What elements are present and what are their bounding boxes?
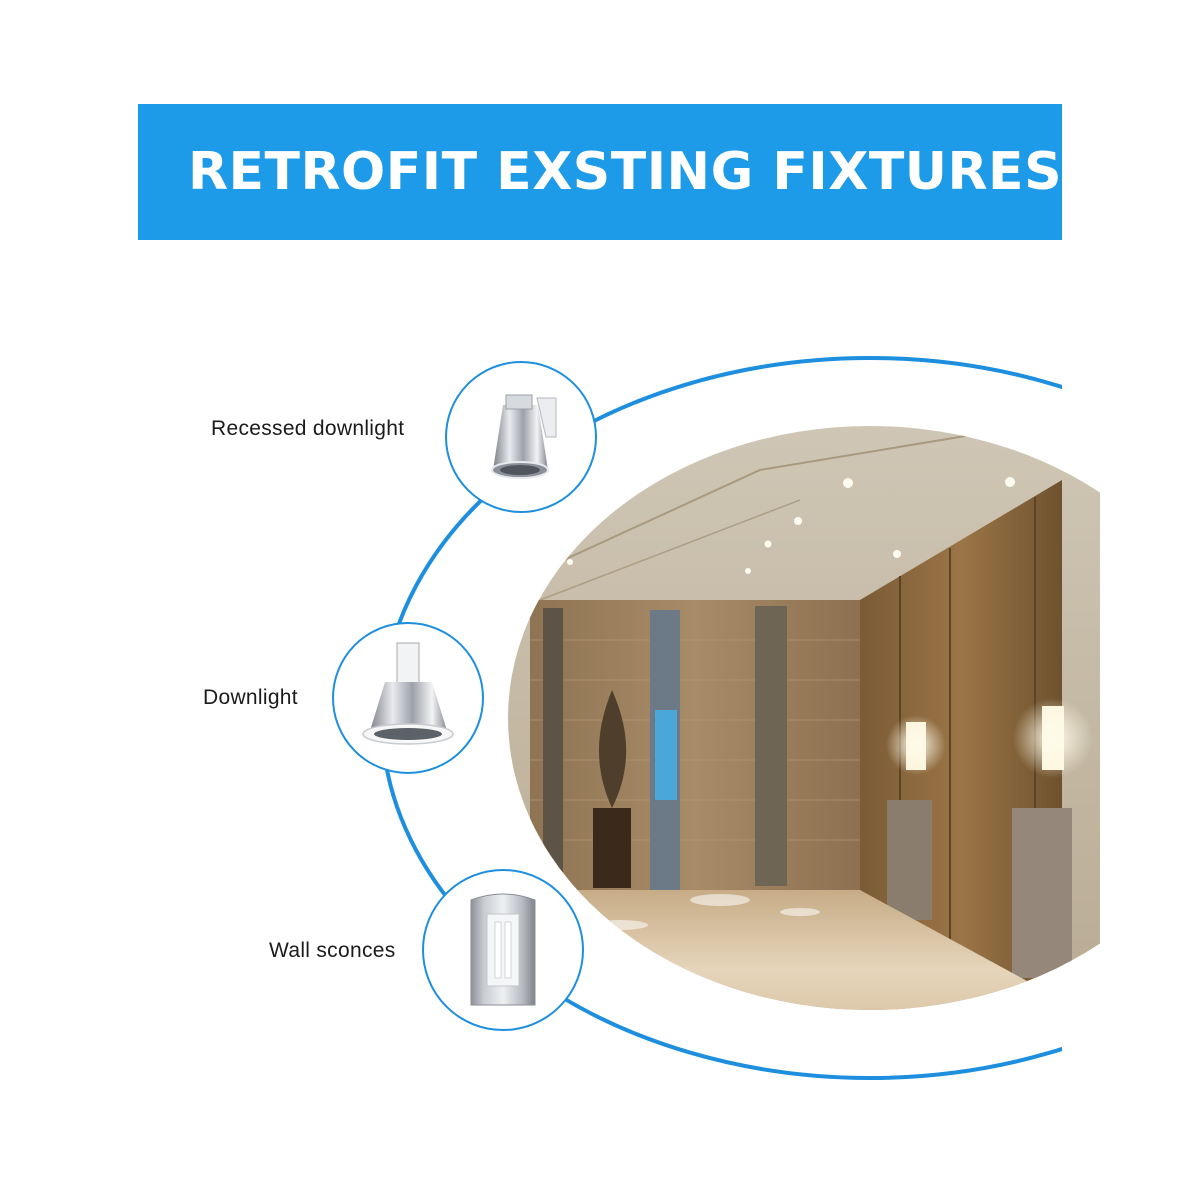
- title-banner: RETROFIT EXSTING FIXTURES: [138, 104, 1062, 240]
- banner-title: RETROFIT EXSTING FIXTURES: [187, 142, 1063, 202]
- lobby-photo: [508, 426, 1100, 1010]
- fixture-label-wall-sconces: Wall sconces: [269, 939, 396, 962]
- fixture-label-downlight: Downlight: [203, 686, 298, 709]
- wall-sconce-icon: [422, 869, 584, 1031]
- downlight-icon: [332, 622, 484, 774]
- recessed-downlight-icon: [445, 361, 597, 513]
- fixture-label-recessed-downlight: Recessed downlight: [211, 417, 405, 440]
